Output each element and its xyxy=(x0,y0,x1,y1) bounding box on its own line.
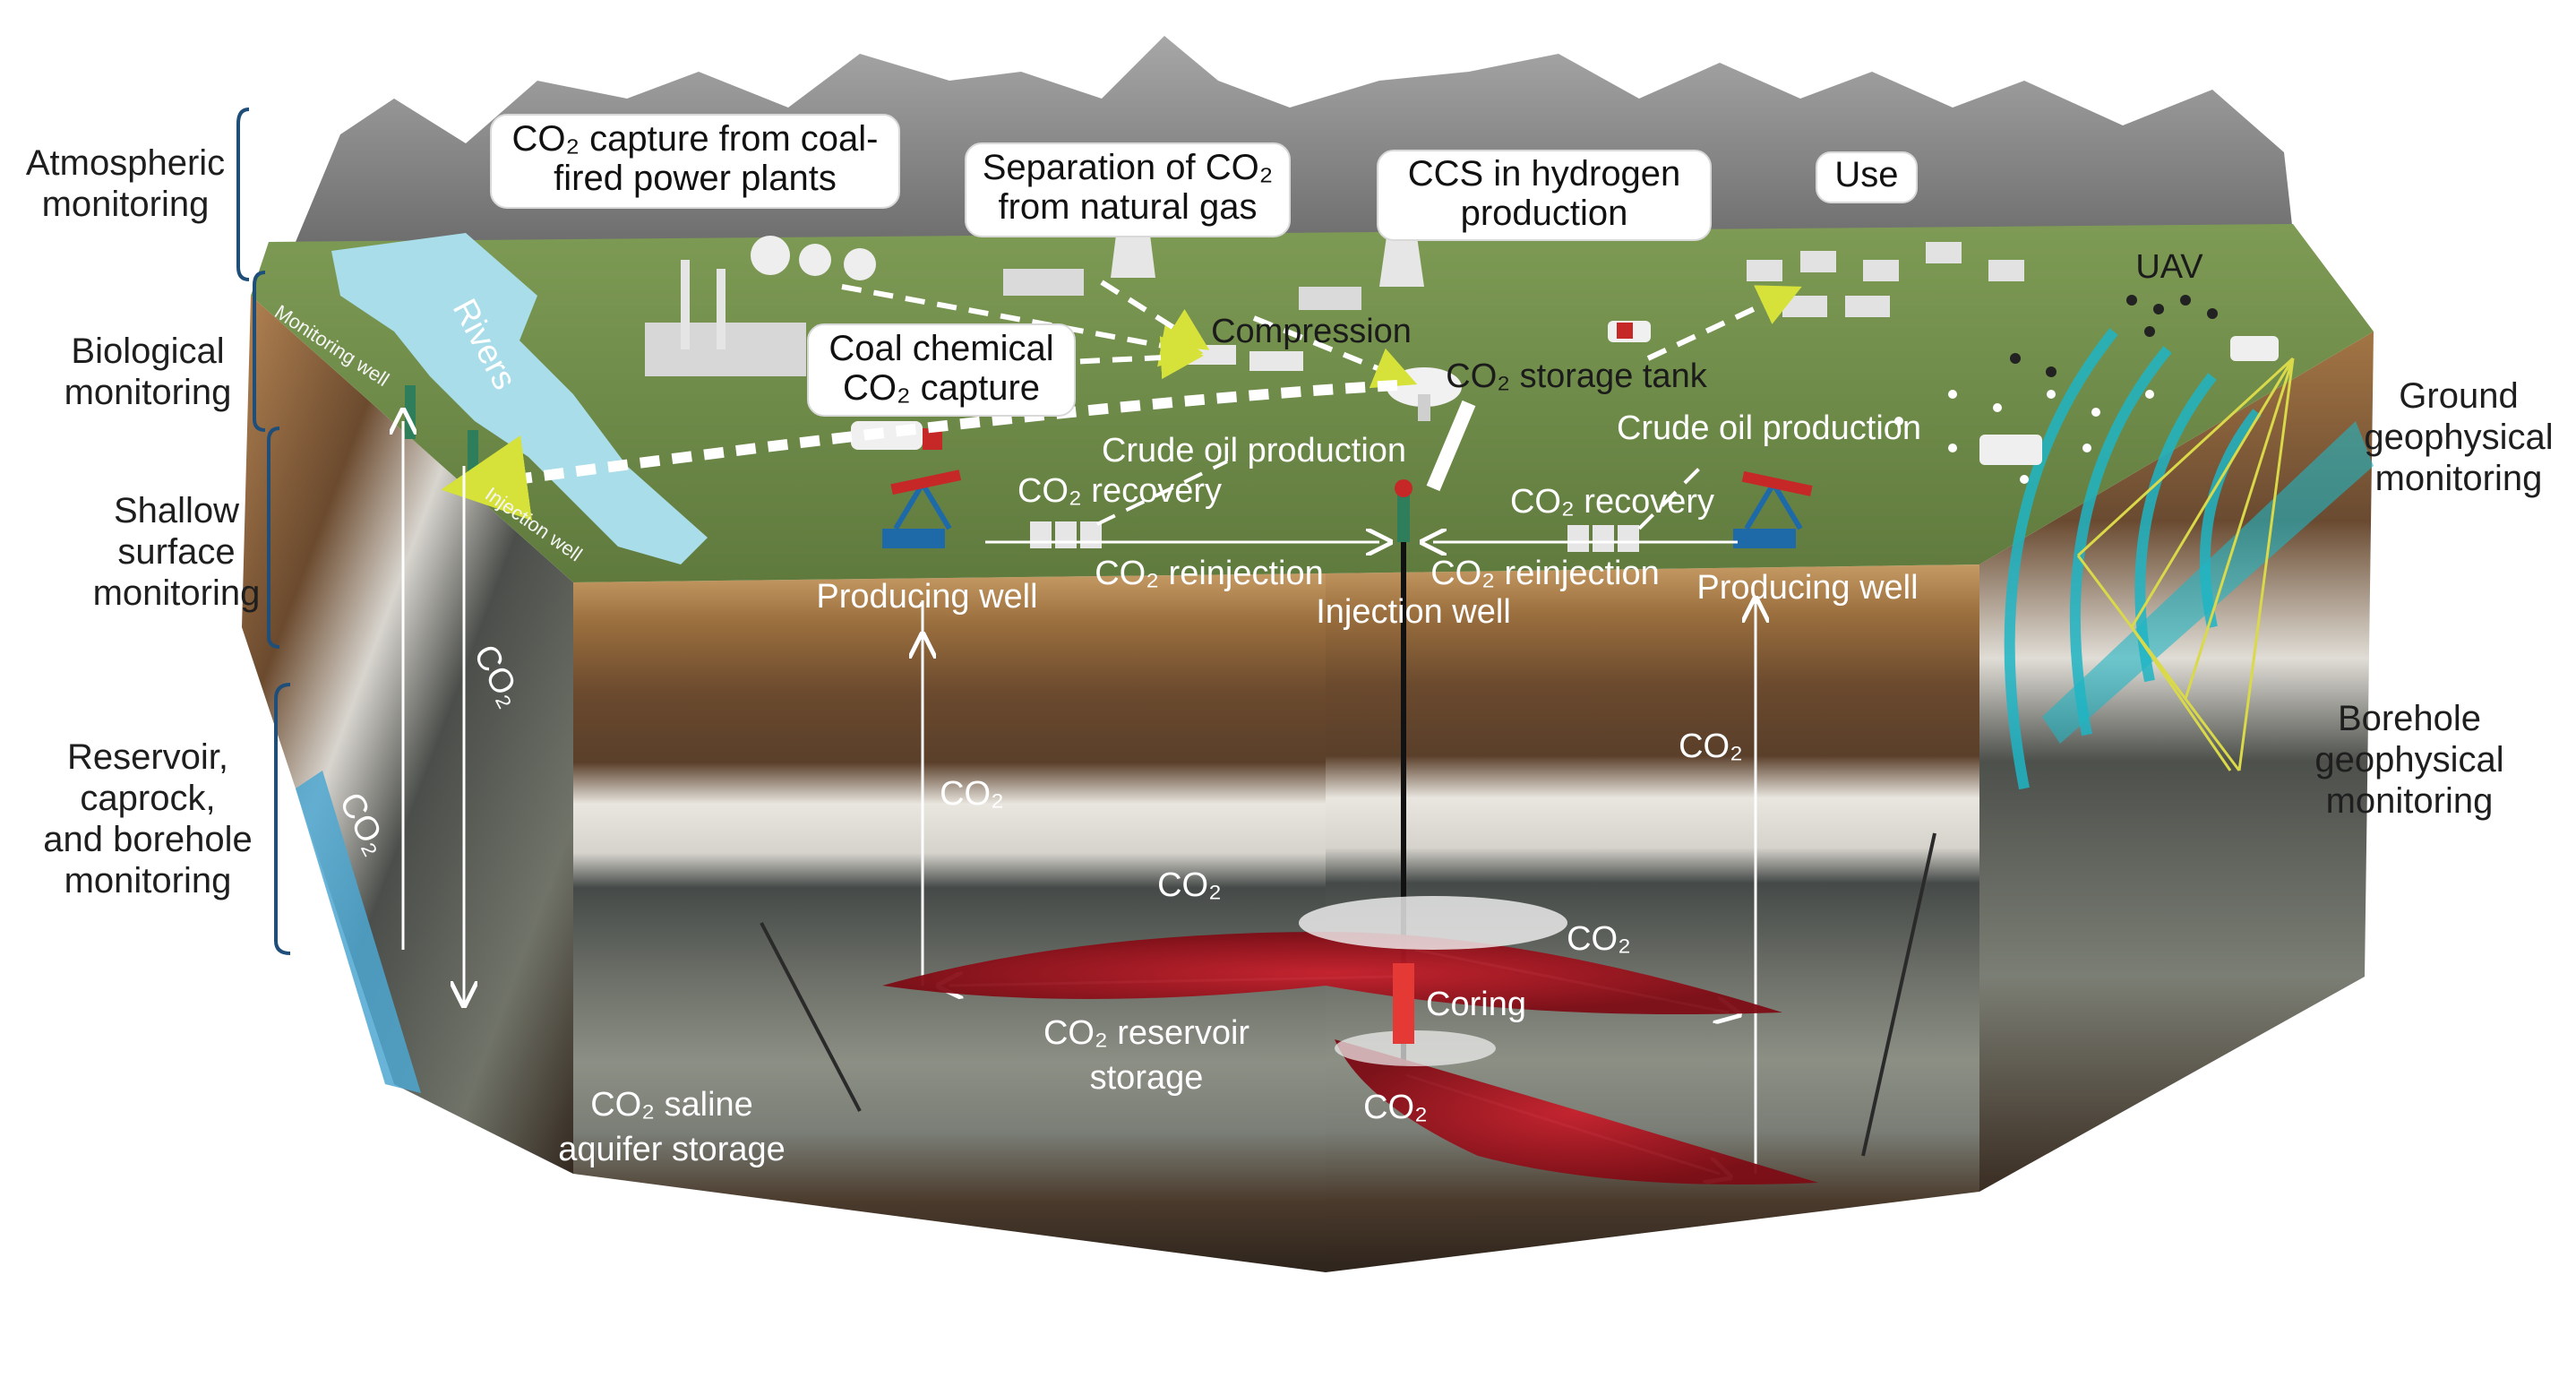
callout-coal-chemical-line-2: CO₂ capture xyxy=(843,368,1040,408)
saline-storage-label-line-2: aquifer storage xyxy=(558,1131,786,1168)
left-label-atmospheric-line-2: monitoring xyxy=(42,185,210,224)
fault-line-right xyxy=(1861,832,1936,1157)
co2-reinjection-right-label: CO₂ reinjection xyxy=(1430,555,1660,592)
river xyxy=(331,233,708,564)
fault-line xyxy=(760,922,862,1112)
left-label-shallow-line-2: surface xyxy=(117,532,235,572)
co2-plume-right: CO₂ xyxy=(1567,920,1631,958)
producing-well-right-label: Producing well xyxy=(1696,569,1918,607)
reservoir-storage-label-line-1: CO₂ reservoir xyxy=(1043,1014,1249,1052)
storage-tank-label: CO₂ storage tank xyxy=(1446,358,1707,395)
surface-flow-dashes xyxy=(441,280,1802,530)
right-label-ground-line-3: monitoring xyxy=(2375,459,2543,498)
left-label-shallow-line-3: monitoring xyxy=(93,573,261,613)
callout-use-line-1: Use xyxy=(1834,155,1898,194)
right-label-borehole-line-1: Borehole xyxy=(2338,699,2481,738)
pumpjack-left xyxy=(882,470,962,548)
left-label-biological-line-2: monitoring xyxy=(64,373,232,412)
left-label-reservoir-line-2: caprock, xyxy=(80,779,215,818)
callout-coal-power: CO₂ capture from coal-fired power plants xyxy=(512,119,879,198)
seismic-rays xyxy=(2076,357,2295,771)
producing-well-left-label: Producing well xyxy=(816,578,1037,616)
left-label-reservoir-line-1: Reservoir, xyxy=(67,737,228,777)
co2-gas-cloud xyxy=(1299,896,1567,950)
left-label-atmospheric-line-1: Atmospheric xyxy=(26,143,225,183)
uav-drones xyxy=(2010,295,2218,377)
crude-oil-left-label: Crude oil production xyxy=(1102,432,1406,470)
right-label-borehole-line-2: geophysical xyxy=(2314,740,2503,780)
compression-label: Compression xyxy=(1211,313,1412,350)
left-label-reservoir-line-3: and borehole xyxy=(43,820,253,859)
injection-well-label: Injection well xyxy=(1316,593,1511,631)
tank-to-wellhead-pipe xyxy=(1426,400,1476,492)
callout-hydrogen-line-2: production xyxy=(1461,194,1628,233)
uav-label: UAV xyxy=(2135,248,2203,286)
ground-sensors xyxy=(1894,390,2154,484)
pumpjack-right xyxy=(1733,470,1813,548)
oil-recovery-left xyxy=(1030,521,1102,548)
callout-box-natural-gas xyxy=(965,142,1291,237)
callout-hydrogen-line-1: CCS in hydrogen xyxy=(1408,154,1681,194)
co2-plume-lower xyxy=(1335,1039,1818,1185)
power-plant xyxy=(645,236,876,376)
strata-front-face-left xyxy=(573,573,1326,1272)
callout-box-coal-chemical xyxy=(807,323,1076,417)
crude-oil-right-label: Crude oil production xyxy=(1617,409,1921,447)
oil-recovery-right xyxy=(1567,525,1639,552)
saline-storage-label: CO₂ saline aquifer storage xyxy=(558,1086,786,1168)
left-label-biological-line-1: Biological xyxy=(71,332,224,371)
co2-caprock: CO₂ xyxy=(1157,866,1222,904)
callout-box-use xyxy=(1816,151,1918,203)
ground-surface xyxy=(251,224,2374,582)
co2-gas-cloud-lower xyxy=(1335,1030,1496,1066)
co2-producing-left: CO₂ xyxy=(940,775,1004,813)
saline-storage-label-line-1: CO₂ saline xyxy=(590,1086,753,1124)
callout-use: Use xyxy=(1834,155,1898,194)
left-label-shallow-line-1: Shallow xyxy=(114,491,239,530)
co2-lower-plume: CO₂ xyxy=(1363,1089,1428,1126)
co2-recovery-left-label: CO₂ recovery xyxy=(1018,472,1222,510)
aquifer-stripe xyxy=(296,771,421,1093)
callout-natural-gas-line-1: Separation of CO₂ xyxy=(983,148,1274,187)
reservoir-storage-label: CO₂ reservoir storage xyxy=(1043,1014,1249,1097)
co2-producing-right: CO₂ xyxy=(1679,728,1743,765)
left-label-reservoir-line-4: monitoring xyxy=(64,861,232,900)
callout-natural-gas-line-2: from natural gas xyxy=(998,187,1257,227)
callout-box-coal-power xyxy=(490,114,900,209)
callout-coal-power-line-2: fired power plants xyxy=(554,159,837,198)
reservoir-storage-label-line-2: storage xyxy=(1090,1059,1204,1097)
co2-recovery-right-label: CO₂ recovery xyxy=(1510,483,1714,521)
callout-coal-power-line-1: CO₂ capture from coal- xyxy=(512,119,879,159)
monitoring-vans xyxy=(1979,336,2279,465)
callout-box-hydrogen xyxy=(1377,150,1712,241)
tanker-truck-top xyxy=(1608,321,1651,342)
right-label-ground-line-2: geophysical xyxy=(2364,418,2553,457)
coring-sample xyxy=(1393,963,1414,1044)
callout-coal-chemical-line-1: Coal chemical xyxy=(829,329,1053,368)
left-brackets xyxy=(236,108,291,955)
right-label-borehole-line-3: monitoring xyxy=(2326,781,2494,821)
use-facilities xyxy=(1747,242,2024,317)
co2-plume-upper xyxy=(882,932,1782,1014)
co2-reinjection-left-label: CO₂ reinjection xyxy=(1095,555,1324,592)
right-label-ground-line-1: Ground xyxy=(2399,376,2518,416)
coring-label: Coring xyxy=(1426,986,1526,1023)
injection-wellhead xyxy=(1395,479,1413,542)
cyan-seismic-band xyxy=(2042,421,2374,744)
